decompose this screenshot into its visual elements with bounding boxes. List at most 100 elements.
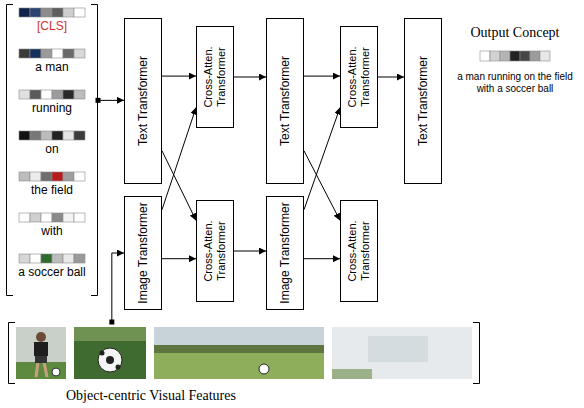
cross-attention-box: Cross-Atten. Transformer — [196, 26, 234, 128]
embedding-cell — [19, 254, 30, 263]
embedding-cell — [41, 8, 52, 17]
ball — [98, 348, 122, 372]
embedding-cell — [52, 131, 63, 140]
token-label: running — [6, 101, 98, 129]
transformer-label: Cross-Atten. Transformer — [202, 40, 228, 114]
head — [36, 332, 46, 342]
grass — [154, 353, 324, 379]
embedding-cell — [41, 90, 52, 99]
flow-arrow — [162, 258, 196, 259]
ball-patch — [116, 365, 121, 370]
trees — [154, 345, 324, 353]
field-photo — [154, 327, 324, 379]
left-bracket — [7, 5, 14, 296]
embedding-cell — [74, 49, 85, 58]
embedding-cell — [500, 51, 510, 61]
embedding-cell — [74, 90, 85, 99]
embedding-cell — [41, 254, 52, 263]
feature-caption: Object-centric Visual Features — [66, 388, 236, 404]
output-concept: Output Concepta man running on the field… — [450, 24, 580, 124]
flow-arrow — [162, 76, 196, 77]
embedding-cell — [52, 90, 63, 99]
embedding-cell — [30, 49, 41, 58]
embedding-cell — [52, 8, 63, 17]
transformer-label: Cross-Atten. Transformer — [346, 214, 372, 288]
embedding-cell — [540, 51, 550, 61]
output-embedding — [479, 50, 551, 62]
embedding-cell — [63, 49, 74, 58]
flow-arrow — [162, 108, 196, 210]
leg — [36, 362, 38, 377]
transformer-label: Cross-Atten. Transformer — [202, 214, 228, 288]
embedding-cell — [30, 131, 41, 140]
ball-patch — [100, 351, 105, 356]
embedding-cell — [63, 90, 74, 99]
photo-bg — [16, 327, 66, 379]
embedding-cell — [41, 213, 52, 222]
leg — [44, 362, 47, 377]
embedding-cell — [30, 8, 41, 17]
shirt — [34, 342, 48, 356]
cross-attention-box: Cross-Atten. Transformer — [340, 200, 378, 302]
flow-arrow — [234, 251, 266, 252]
embedding-cell — [41, 172, 52, 181]
ball-patch — [106, 356, 114, 364]
haze — [368, 336, 428, 362]
embedding-cell — [74, 172, 85, 181]
embedding-cell — [52, 254, 63, 263]
sky — [154, 327, 324, 345]
transformer-box: Image Transformer — [266, 196, 304, 310]
transformer-label: Cross-Atten. Transformer — [346, 40, 372, 114]
transformer-label: Text Transformer — [278, 56, 292, 146]
embedding-cell — [19, 49, 30, 58]
embedding-cell — [510, 51, 520, 61]
embedding-cell — [63, 131, 74, 140]
embedding-cell — [74, 254, 85, 263]
transformer-label: Image Transformer — [278, 202, 292, 303]
grass-band — [74, 327, 146, 341]
embedding-cell — [30, 90, 41, 99]
junction-dot — [109, 320, 114, 325]
sky-photo — [332, 327, 472, 379]
token-label: a soccer ball — [6, 265, 98, 293]
junction-dot — [96, 98, 101, 103]
flow-arrow — [112, 253, 124, 322]
ball — [259, 364, 269, 374]
token-label: with — [6, 224, 98, 252]
embedding-cell — [52, 172, 63, 181]
right-bracket — [91, 5, 98, 296]
flow-arrow — [304, 76, 340, 77]
transformer-box: Text Transformer — [266, 18, 304, 184]
transformer-box: Text Transformer — [404, 18, 442, 184]
ball-photo — [74, 327, 146, 379]
transformer-label: Text Transformer — [416, 56, 430, 146]
flow-arrow — [304, 258, 340, 259]
grass-corner — [332, 369, 372, 379]
embedding-cell — [63, 254, 74, 263]
embedding-cell — [30, 254, 41, 263]
embedding-cell — [41, 49, 52, 58]
embedding-cell — [19, 131, 30, 140]
embedding-cell — [30, 213, 41, 222]
token-label: [CLS] — [6, 19, 98, 47]
embedding-cell — [530, 51, 540, 61]
visual-feature-strip: Object-centric Visual Features — [8, 322, 480, 406]
player-photo — [16, 327, 66, 379]
grass — [16, 362, 66, 379]
embedding-cell — [19, 90, 30, 99]
embedding-cell — [74, 8, 85, 17]
flow-arrow — [304, 108, 340, 210]
embedding-cell — [480, 51, 490, 61]
transformer-box: Image Transformer — [124, 196, 162, 310]
transformer-label: Image Transformer — [136, 202, 150, 303]
token-list: [CLS]a manrunningonthe fieldwitha soccer… — [6, 4, 98, 296]
embedding-cell — [30, 172, 41, 181]
ball — [52, 368, 60, 376]
photo-bg — [74, 327, 146, 379]
token-label: a man — [6, 60, 98, 88]
transformer-label: Text Transformer — [136, 56, 150, 146]
flow-arrow — [234, 77, 266, 78]
left-bracket — [9, 323, 16, 384]
embedding-cell — [74, 131, 85, 140]
